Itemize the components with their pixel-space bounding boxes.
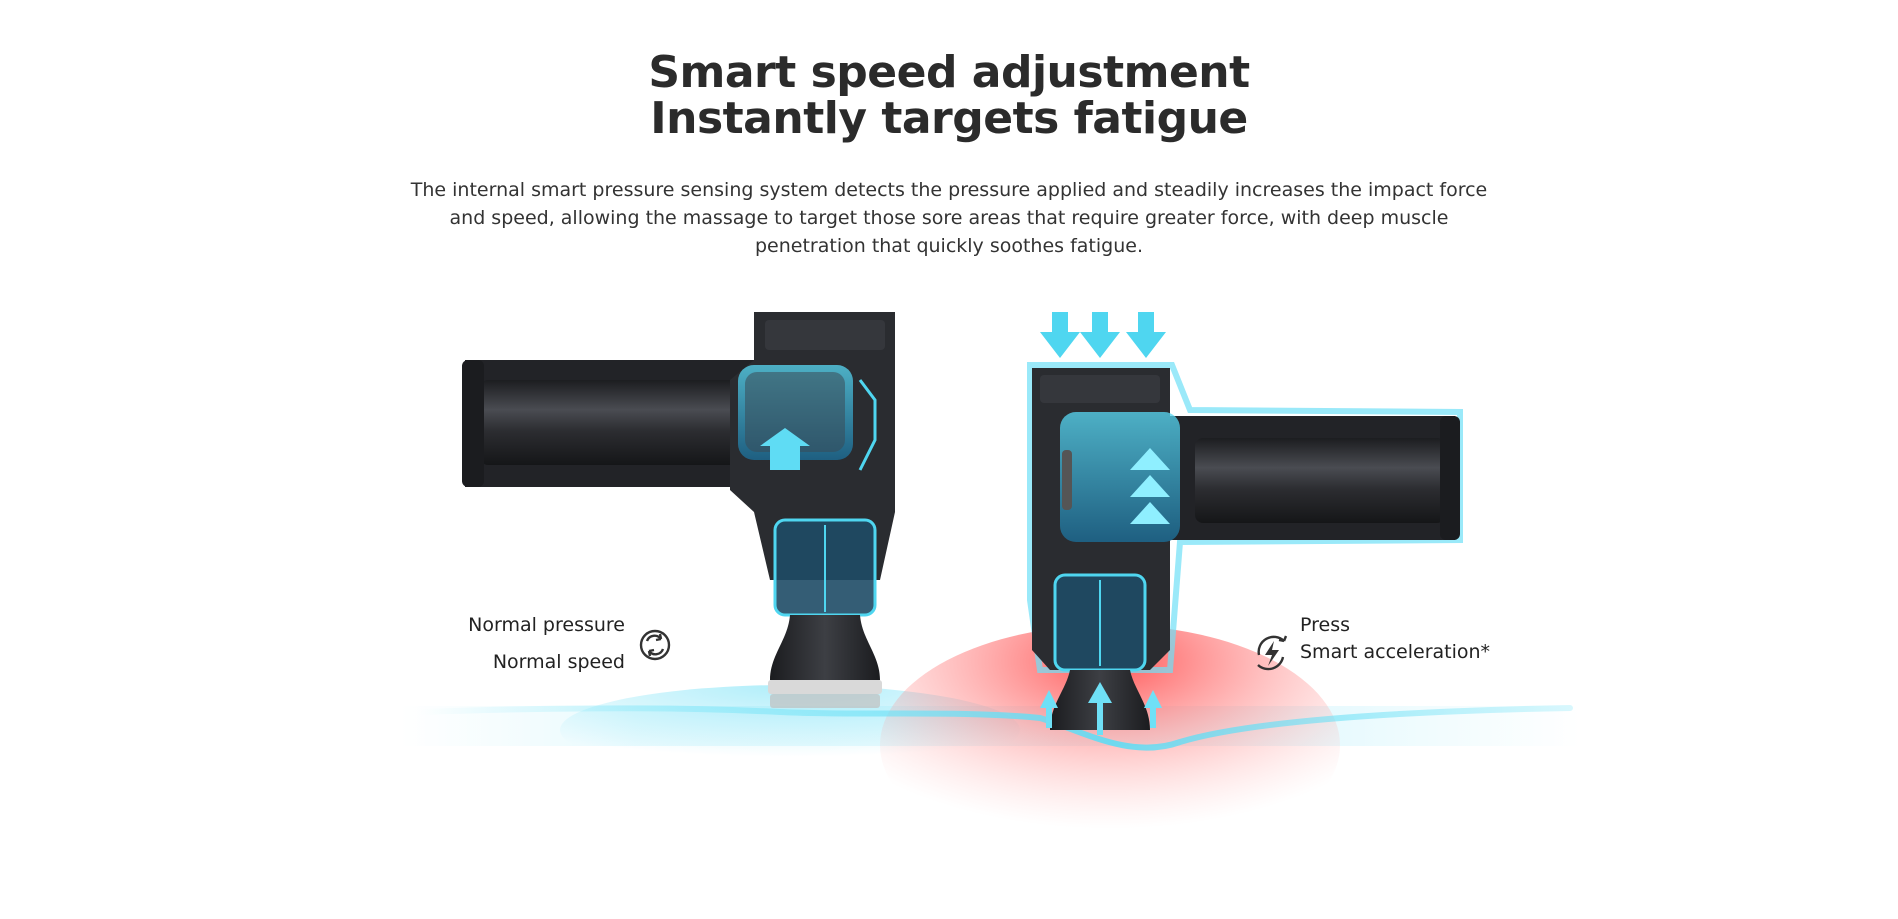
title-line-2: Instantly targets fatigue <box>650 93 1248 144</box>
right-label-acceleration: Smart acceleration* <box>1300 641 1491 663</box>
massage-gun-left <box>462 312 895 708</box>
pressure-arrows-icon <box>1040 312 1166 358</box>
circular-arrows-icon <box>639 629 671 661</box>
massage-gun-right <box>1027 312 1463 735</box>
left-label-pressure: Normal pressure <box>468 614 625 636</box>
title-line-1: Smart speed adjustment <box>648 47 1250 98</box>
left-label-speed: Normal speed <box>492 651 625 673</box>
lightning-cycle-icon <box>1257 635 1288 671</box>
page-title: Smart speed adjustment Instantly targets… <box>0 50 1898 142</box>
feature-description: The internal smart pressure sensing syst… <box>410 179 1488 257</box>
skin-surface <box>400 625 1580 865</box>
right-label-press: Press <box>1300 614 1351 636</box>
